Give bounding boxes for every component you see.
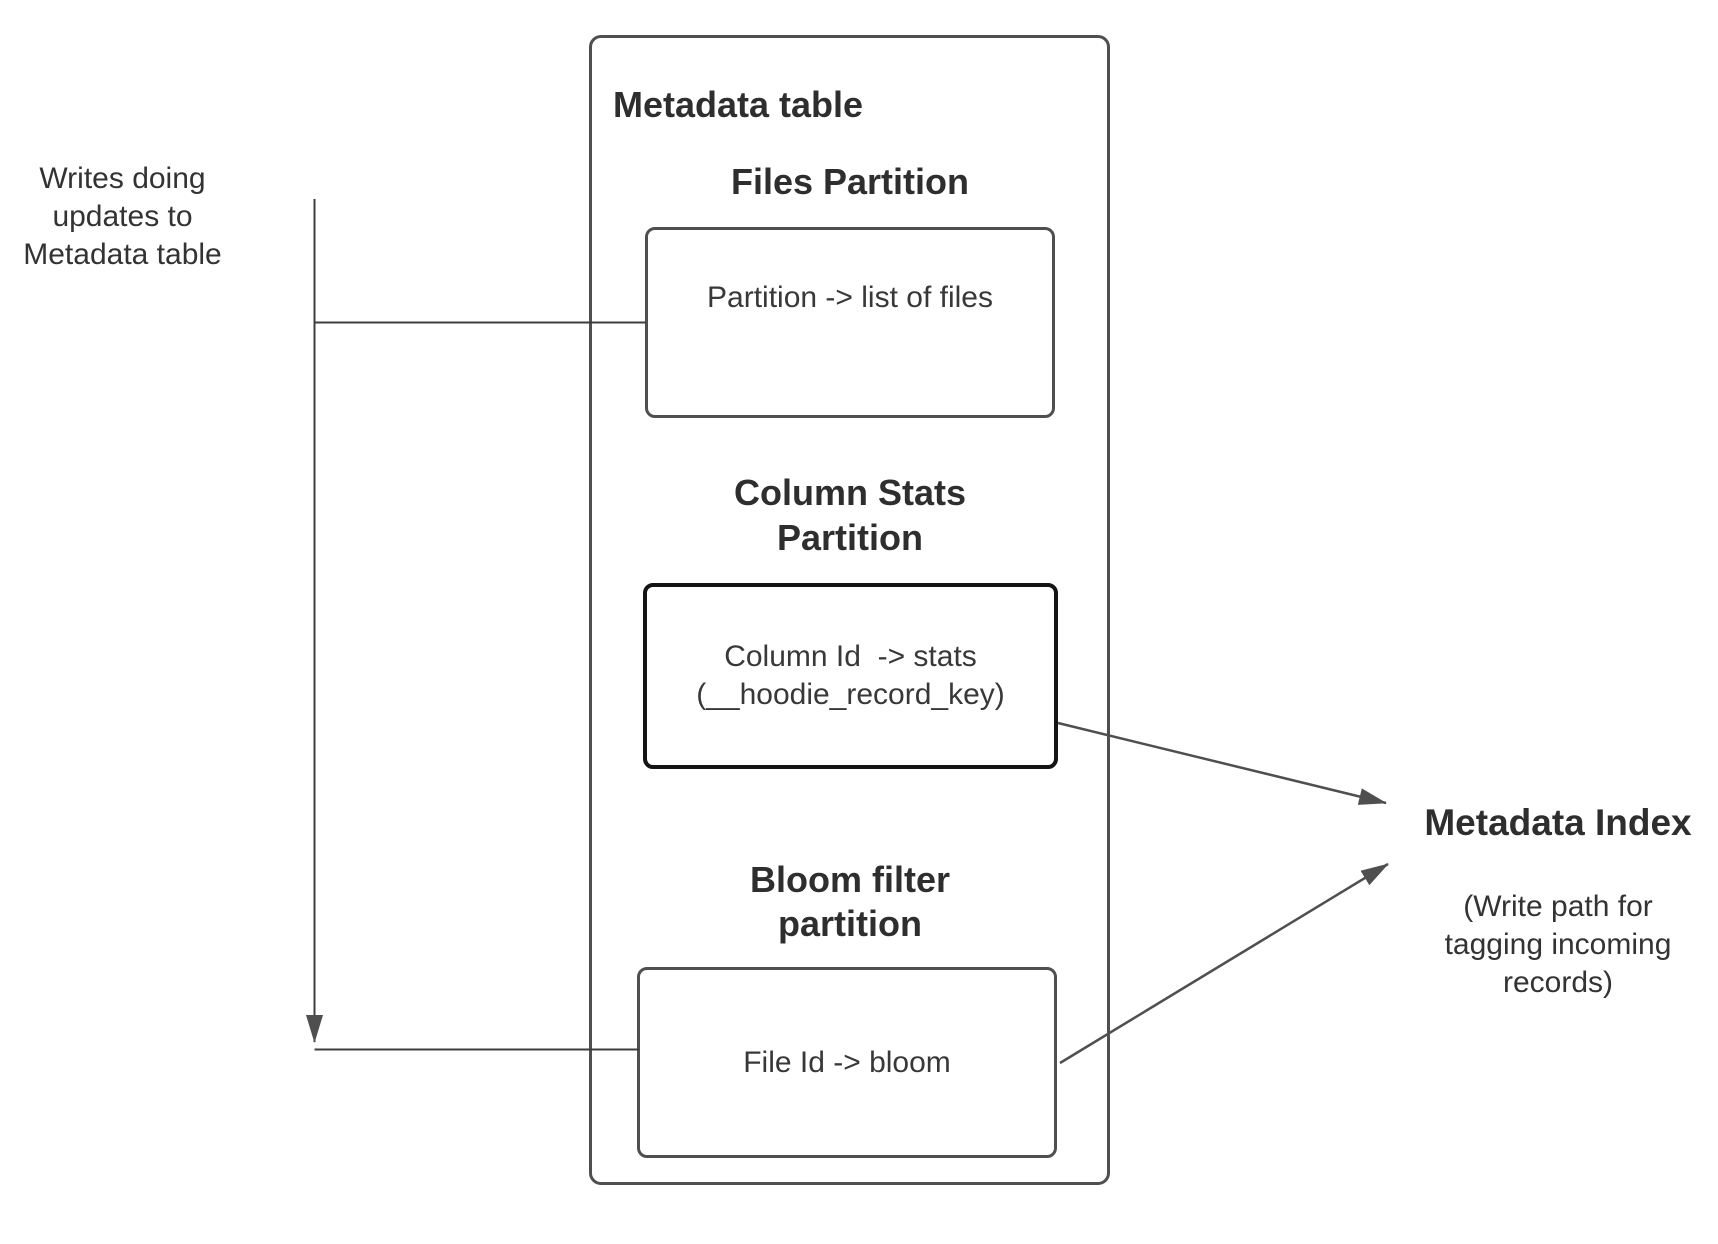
column-stats-heading-line: Partition bbox=[776, 517, 923, 558]
writes-note-line: updates to bbox=[52, 200, 193, 233]
metadata-index-note-line: tagging incoming bbox=[1444, 928, 1672, 961]
metadata-index-note-line: (Write path for bbox=[1463, 890, 1653, 923]
writes-note-line: Writes doing bbox=[39, 162, 206, 195]
files-partition-box: Partition -> list of files bbox=[645, 227, 1055, 418]
metadata-index-title: Metadata Index bbox=[1424, 802, 1692, 843]
files-partition-text: Partition -> list of files bbox=[707, 280, 993, 314]
bloom-filter-heading-line: partition bbox=[778, 903, 922, 944]
writes-note: Writes doing updates to Metadata table bbox=[15, 160, 230, 274]
column-stats-text-line: (__hoodie_record_key) bbox=[696, 678, 1005, 711]
metadata-table-title: Metadata table bbox=[613, 84, 864, 125]
column-stats-heading: Column Stats Partition bbox=[640, 470, 1060, 560]
files-partition-heading: Files Partition bbox=[730, 161, 970, 202]
bloom-filter-heading: Bloom filter partition bbox=[640, 858, 1060, 946]
column-stats-box: Column Id -> stats (__hoodie_record_key) bbox=[643, 583, 1058, 769]
bloom-filter-box: File Id -> bloom bbox=[637, 967, 1057, 1158]
bloom-filter-heading-line: Bloom filter bbox=[749, 859, 950, 900]
bloom-filter-text: File Id -> bloom bbox=[743, 1045, 951, 1079]
metadata-index-note: (Write path for tagging incoming records… bbox=[1398, 888, 1718, 1002]
column-stats-text-line: Column Id -> stats bbox=[724, 640, 977, 673]
metadata-index-note-line: records) bbox=[1502, 966, 1614, 999]
writes-note-line: Metadata table bbox=[23, 238, 222, 271]
column-stats-heading-line: Column Stats bbox=[733, 472, 966, 513]
